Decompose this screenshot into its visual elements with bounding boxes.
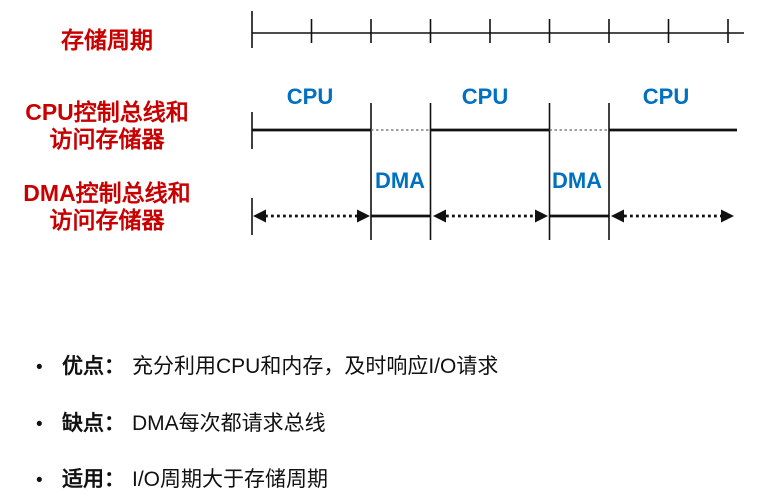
bullet-term: 适用： bbox=[62, 468, 125, 491]
cpu-bus-row-label-line2: 访问存储器 bbox=[49, 126, 165, 152]
dma-bus-row-label: DMA控制总线和 访问存储器 bbox=[0, 180, 214, 234]
arrowhead-left bbox=[253, 209, 266, 223]
storage-cycle-label: 存储周期 bbox=[61, 27, 153, 53]
dma-segment-label-1: DMA bbox=[374, 168, 426, 193]
bullet-marker: • bbox=[36, 414, 43, 435]
dma-bus-row-label-line1: DMA控制总线和 bbox=[23, 180, 191, 206]
cpu-segment-label-1: CPU bbox=[286, 84, 334, 109]
arrowhead-right bbox=[721, 209, 734, 223]
cpu-segment-label-2: CPU bbox=[461, 84, 509, 109]
bullet-item-disadvantage: • 缺点： DMA每次都请求总线 bbox=[36, 407, 326, 437]
bullet-marker: • bbox=[36, 357, 43, 378]
storage-cycle-timeline bbox=[251, 11, 744, 48]
bullet-text: 充分利用CPU和内存，及时响应I/O请求 bbox=[132, 355, 499, 378]
bullet-item-applicable: • 适用： I/O周期大于存储周期 bbox=[36, 463, 328, 493]
arrowhead-right bbox=[535, 209, 548, 223]
cycle-divider-lines bbox=[370, 103, 610, 240]
bullet-term: 缺点： bbox=[62, 412, 125, 435]
bullet-item-advantage: • 优点： 充分利用CPU和内存，及时响应I/O请求 bbox=[36, 350, 498, 380]
dma-segment-label-2: DMA bbox=[551, 168, 603, 193]
bullet-marker: • bbox=[36, 470, 43, 491]
bullet-text: DMA每次都请求总线 bbox=[132, 412, 326, 435]
cpu-bus-row bbox=[251, 112, 737, 149]
timing-diagram bbox=[251, 11, 744, 240]
arrowhead-left bbox=[611, 209, 624, 223]
bullet-text: I/O周期大于存储周期 bbox=[132, 468, 329, 491]
bullet-term: 优点： bbox=[62, 355, 125, 378]
cpu-bus-row-label: CPU控制总线和 访问存储器 bbox=[0, 99, 214, 153]
arrowhead-right bbox=[357, 209, 370, 223]
dma-bus-row bbox=[251, 198, 734, 235]
dma-bus-row-label-line2: 访问存储器 bbox=[49, 207, 165, 233]
cpu-bus-row-label-line1: CPU控制总线和 bbox=[25, 99, 189, 125]
arrowhead-left bbox=[433, 209, 446, 223]
cpu-segment-label-3: CPU bbox=[642, 84, 690, 109]
